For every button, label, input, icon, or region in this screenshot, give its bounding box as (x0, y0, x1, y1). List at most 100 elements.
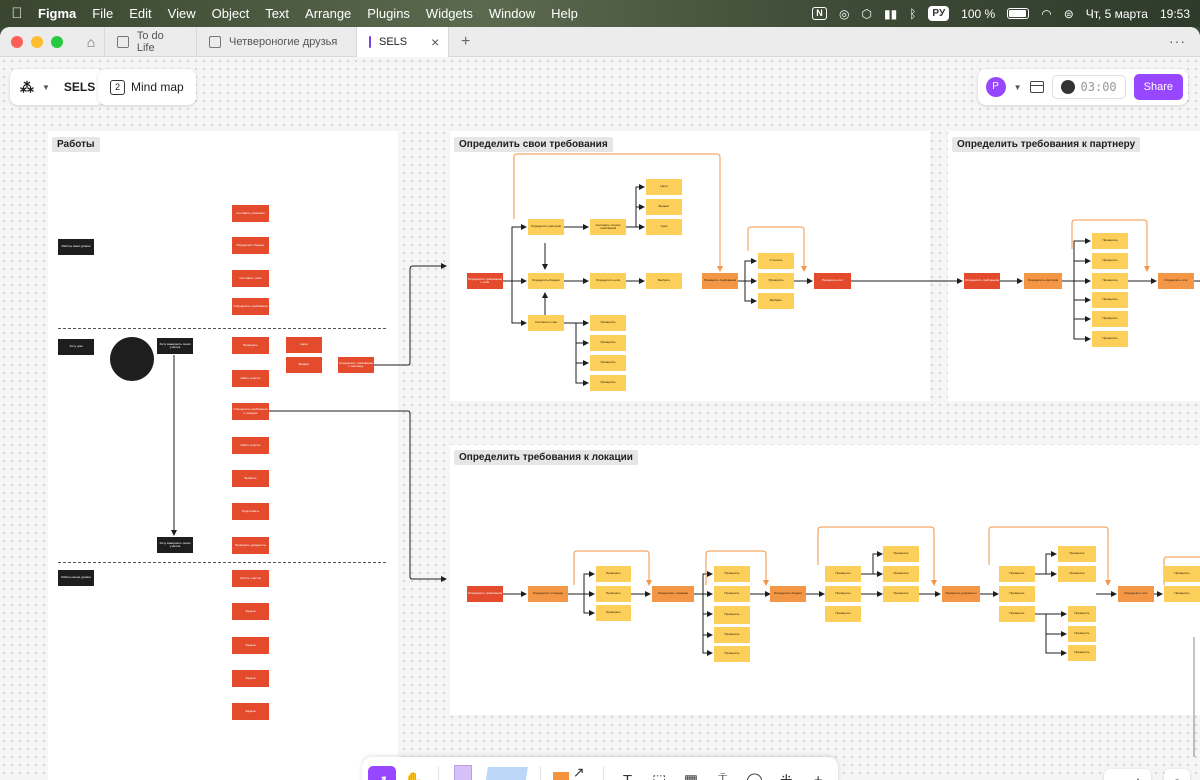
canvas[interactable]: Работы Определить свои требования Опреде… (0, 57, 1200, 780)
note-yellow[interactable]: Проверить (596, 605, 631, 621)
more-tools-icon[interactable]: + (813, 771, 823, 780)
section-tool-icon[interactable]: ⬚ (645, 766, 673, 780)
note-yellow[interactable]: Проверить (1092, 311, 1128, 327)
note-red[interactable]: Найти участок (232, 437, 269, 454)
section-title-location[interactable]: Определить требования к локации (454, 450, 638, 465)
note-red[interactable]: Проверить (232, 337, 269, 354)
note-yellow[interactable]: Проверить (883, 566, 919, 582)
note-yellow[interactable]: Проверить (825, 566, 861, 582)
menubar-date[interactable]: Чт, 5 марта (1085, 6, 1148, 21)
wifi-icon[interactable]: ◠ (1041, 6, 1052, 21)
note-want-house[interactable]: Хочу дом (58, 339, 94, 355)
note-red-location[interactable]: Определить требования к локации (232, 403, 269, 420)
figjam-logo-icon[interactable]: ⁂ (20, 78, 34, 95)
note-yellow[interactable]: Бюджет (646, 199, 682, 215)
menu-figma[interactable]: Figma (38, 6, 77, 21)
note-yellow[interactable]: Проверить (1164, 586, 1200, 602)
note-yellow[interactable]: Проверить (714, 606, 750, 624)
note-yellow[interactable]: Составить список требований (590, 219, 626, 235)
note-red[interactable]: Бюджет (286, 357, 322, 373)
note-red[interactable]: Цели (286, 337, 322, 353)
section-title-partner[interactable]: Определить требования к партнеру (952, 137, 1141, 152)
menu-widgets[interactable]: Widgets (425, 6, 473, 21)
note-red[interactable]: Задача (232, 670, 269, 687)
note-red[interactable]: Найти участок (232, 370, 269, 387)
note-orange[interactable]: Проверить документы (942, 586, 980, 602)
note-yellow[interactable]: Проверить (1058, 546, 1096, 562)
note-yellow[interactable]: Составить план (528, 315, 564, 331)
table-tool-icon[interactable]: ▦ (677, 766, 705, 780)
note-work-mini[interactable]: Работы мини уровня (58, 239, 94, 255)
app-status-icon[interactable]: ◎ (839, 6, 850, 21)
bluetooth-icon[interactable]: ᛒ (909, 6, 917, 21)
tab-to-do-life[interactable]: To do Life (104, 27, 196, 57)
section-works[interactable] (48, 131, 398, 780)
note-location-root[interactable]: Определить требования (467, 586, 503, 602)
note-yellow[interactable]: Цели (646, 179, 682, 195)
main-menu[interactable]: ⁂ ▼ SELS (10, 69, 106, 105)
section-title-works[interactable]: Работы (52, 137, 100, 152)
note-yellow[interactable]: Проверить (1092, 233, 1128, 249)
note-red[interactable]: Задача (232, 637, 269, 654)
note-red-partner[interactable]: Определить требования к партнеру (338, 357, 374, 373)
note-yellow[interactable]: Проверить (999, 566, 1035, 582)
note-orange[interactable]: Определить критерии (1024, 273, 1062, 289)
note-yellow[interactable]: Проверить (1068, 606, 1096, 622)
comment-tool-icon[interactable]: ◯ (741, 766, 769, 780)
note-yellow[interactable]: Срок (646, 219, 682, 235)
black-circle[interactable] (110, 337, 154, 381)
note-yellow[interactable]: Проверить (714, 627, 750, 643)
tab-chetveronogie-druzya[interactable]: Четвероногие друзья (196, 27, 356, 57)
note-work-high[interactable]: Работы выше уровня (58, 570, 94, 586)
note-yellow[interactable]: Проверить (999, 606, 1035, 622)
note-red[interactable]: Составить план (232, 270, 269, 287)
note-yellow[interactable]: Определить цели (590, 273, 626, 289)
note-yellow[interactable]: Проверить (1068, 645, 1096, 661)
note-yellow[interactable]: Проверить (1164, 566, 1200, 582)
more-options-icon[interactable]: ··· (1169, 33, 1186, 49)
apple-menu-icon[interactable]:  (0, 5, 34, 22)
chevron-down-icon[interactable]: ▼ (42, 82, 50, 92)
zoom-out-button[interactable]: − (1112, 775, 1121, 780)
note-yellow[interactable]: Определить критерии (528, 219, 564, 235)
note-yellow[interactable]: Выбрать (646, 273, 682, 289)
menu-window[interactable]: Window (488, 6, 536, 21)
note-yellow[interactable]: Проверить (596, 566, 631, 582)
section-partner-requirements[interactable] (948, 131, 1200, 401)
note-red[interactable]: Задача (232, 703, 269, 720)
note-yellow[interactable]: Проверить (999, 586, 1035, 602)
note-red[interactable]: Определить требования (232, 298, 269, 315)
home-icon[interactable]: ⌂ (86, 33, 96, 50)
note-yellow[interactable]: Проверить (1092, 292, 1128, 308)
note-orange[interactable]: Определить площадь (528, 586, 568, 602)
note-partner-root[interactable]: Определить требования (964, 273, 1000, 289)
section-own-requirements[interactable] (450, 131, 930, 401)
note-yellow[interactable]: Проверить (883, 586, 919, 602)
note-yellow[interactable]: Проверить (825, 606, 861, 622)
avatar[interactable]: P (985, 77, 1006, 97)
menubar-time[interactable]: 19:53 (1159, 6, 1190, 21)
note-red[interactable]: Подготовить (232, 503, 269, 520)
menu-plugins[interactable]: Plugins (367, 6, 410, 21)
note-yellow[interactable]: Проверить (1092, 331, 1128, 347)
move-tool-icon[interactable]: ➚ (368, 766, 396, 780)
section-title-own[interactable]: Определить свои требования (454, 137, 613, 152)
input-language[interactable]: РУ (928, 6, 950, 21)
zoom-in-button[interactable]: + (1133, 775, 1142, 780)
close-window-button[interactable] (11, 35, 23, 48)
note-red[interactable]: Проверить документы (232, 537, 269, 554)
note-finish-search-1[interactable]: Хочу завершить поиск участка (157, 338, 193, 354)
stamp-sheets-icon[interactable] (482, 766, 530, 780)
help-button[interactable]: ? (1164, 769, 1190, 780)
minimize-window-button[interactable] (31, 35, 43, 48)
note-orange[interactable]: Определить локацию (652, 586, 694, 602)
new-tab-button[interactable]: + (448, 27, 482, 57)
shapes-icon[interactable]: ↗ (551, 764, 593, 780)
note-red[interactable]: Проверить итог (814, 273, 851, 289)
note-yellow[interactable]: Уточнить (758, 253, 794, 269)
stats-icon[interactable]: ▮▮ (883, 6, 898, 21)
note-orange[interactable]: Проверить требования (702, 273, 738, 289)
note-orange[interactable]: Определить итог (1118, 586, 1154, 602)
note-yellow[interactable]: Проверить (590, 355, 626, 371)
note-yellow[interactable]: Проверить (590, 315, 626, 331)
